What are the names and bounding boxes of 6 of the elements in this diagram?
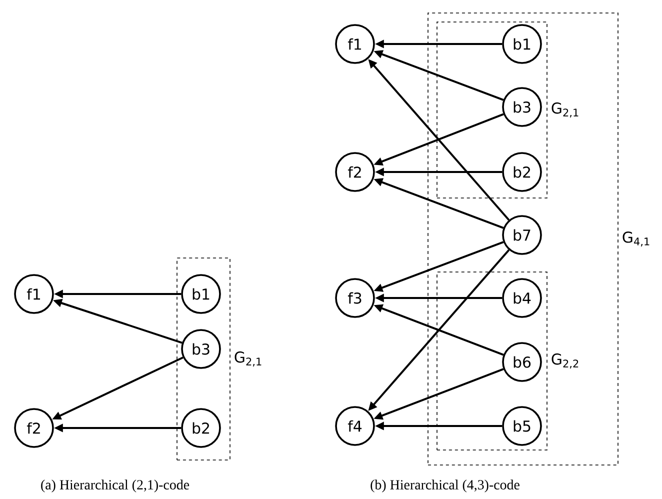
caption: (a) Hierarchical (2,1)-code bbox=[41, 480, 190, 492]
node-label: G$_{2,2}$ bbox=[552, 353, 578, 369]
node-label: G$_{2,1}$ bbox=[234, 351, 262, 367]
caption: (b) Hierarchical (4,3)-code bbox=[370, 480, 520, 492]
node-label: G$_{4,1}$ bbox=[622, 231, 650, 246]
node-label: G$_{2,1}$ bbox=[552, 102, 578, 118]
